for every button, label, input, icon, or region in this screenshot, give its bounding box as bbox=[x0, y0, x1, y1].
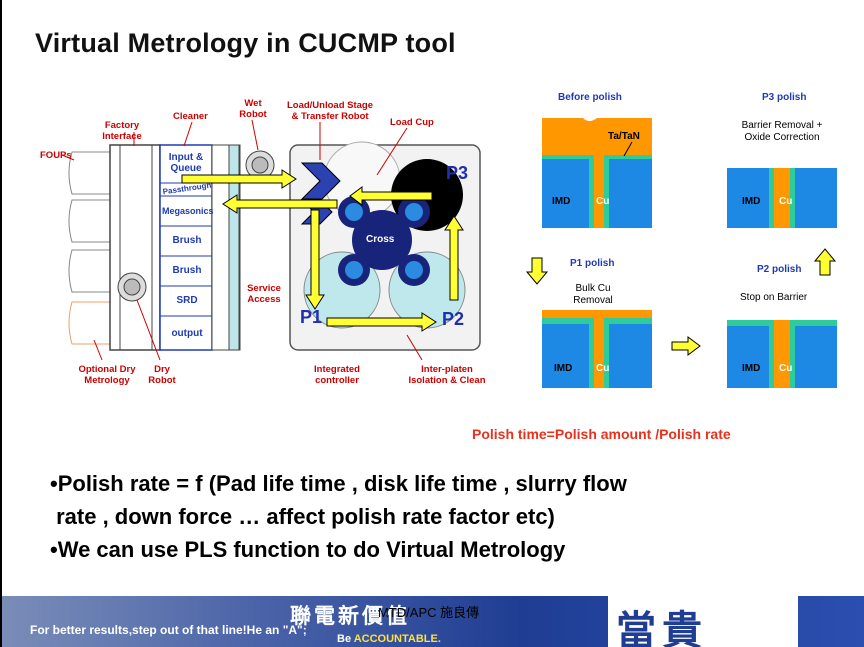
title-p1-polish: P1 polish bbox=[570, 258, 615, 269]
xsec-before bbox=[542, 118, 652, 228]
polish-time-equation: Polish time=Polish amount /Polish rate bbox=[472, 426, 731, 442]
bullet-list: •Polish rate = f (Pad life time , disk l… bbox=[50, 467, 627, 566]
cmp-tool-diagram: FOUPs Factory Interface Cleaner Wet Robo… bbox=[2, 0, 502, 400]
label-tatan: Ta/TaN bbox=[608, 131, 640, 142]
label-dry-robot: Dry Robot bbox=[148, 364, 176, 386]
cleaner-brush-1: Brush bbox=[172, 235, 202, 246]
cleaner-megasonics: Megasonics bbox=[162, 206, 214, 216]
tool-schematic bbox=[61, 119, 481, 361]
bullet-line-3: •We can use PLS function to do Virtual M… bbox=[50, 537, 566, 562]
arrow-down bbox=[525, 257, 549, 285]
footer-english-slogan: For better results,step out of that line… bbox=[30, 623, 307, 637]
foups bbox=[68, 151, 113, 345]
polish-cross-sections: Before polish P3 polish Barrier Removal … bbox=[2, 0, 864, 420]
label-p1: P1 bbox=[300, 307, 323, 327]
cleaner-brush-2: Brush bbox=[172, 265, 202, 276]
bullet-line-1: •Polish rate = f (Pad life time , disk l… bbox=[50, 471, 627, 496]
footer-logo-box: 當貴 bbox=[608, 596, 798, 647]
label-cross: Cross bbox=[366, 234, 395, 245]
cleaner-output: output bbox=[171, 328, 203, 339]
footer-accountable-word: ACCOUNTABLE. bbox=[353, 633, 441, 645]
arrow-up bbox=[813, 248, 837, 276]
label-imd-p1: IMD bbox=[554, 363, 573, 374]
arrow-right bbox=[671, 336, 701, 356]
label-cu-p3: Cu bbox=[779, 196, 793, 207]
footer-accountable: Be ACCOUNTABLE. bbox=[337, 633, 441, 645]
label-service-access: Service Access bbox=[247, 283, 281, 305]
label-cu-before: Cu bbox=[596, 196, 610, 207]
label-imd-p2: IMD bbox=[742, 363, 761, 374]
label-factory-interface: Factory Interface bbox=[102, 120, 142, 142]
footer-be: Be bbox=[337, 633, 354, 645]
label-load-unload: Load/Unload Stage & Transfer Robot bbox=[286, 100, 374, 122]
cross-section-graphics bbox=[525, 118, 837, 388]
label-wet-robot: Wet Robot bbox=[239, 98, 267, 120]
cleaner-input-queue: Input & Queue bbox=[168, 152, 204, 174]
label-cu-p2: Cu bbox=[779, 363, 793, 374]
label-cleaner: Cleaner bbox=[173, 111, 208, 122]
title-p2-polish: P2 polish bbox=[757, 264, 802, 275]
title-before-polish: Before polish bbox=[558, 92, 622, 103]
label-optional-dry-metrology: Optional Dry Metrology bbox=[78, 364, 136, 386]
label-p3: P3 bbox=[446, 163, 469, 183]
footer-chinese-slogan: 聯電新價值 bbox=[290, 605, 410, 628]
label-interplaten: Inter-platen Isolation & Clean bbox=[408, 364, 486, 386]
slide-title: Virtual Metrology in CUCMP tool bbox=[35, 28, 456, 58]
label-imd-before: IMD bbox=[552, 196, 571, 207]
label-p2: P2 bbox=[442, 309, 465, 329]
footer-banner: 聯電新價值 MTD/APC 施良傳 For better results,ste… bbox=[2, 596, 864, 647]
label-integrated-controller: Integrated controller bbox=[314, 364, 360, 386]
footer-logo-text: 當貴 bbox=[616, 609, 708, 647]
xsec-p1 bbox=[542, 310, 652, 388]
label-imd-p3: IMD bbox=[742, 196, 761, 207]
label-cu-p1: Cu bbox=[596, 363, 610, 374]
footer-author: MTD/APC 施良傳 bbox=[378, 605, 480, 620]
xsec-p2 bbox=[727, 320, 837, 388]
label-foups: FOUPs bbox=[40, 150, 72, 161]
cleaner-srd: SRD bbox=[176, 295, 198, 306]
title-p3-polish: P3 polish bbox=[762, 92, 807, 103]
bullet-line-2: rate , down force … affect polish rate f… bbox=[50, 504, 555, 529]
desc-p3: Barrier Removal + Oxide Correction bbox=[741, 120, 823, 143]
desc-p2: Stop on Barrier bbox=[740, 292, 808, 303]
desc-p1: Bulk Cu Removal bbox=[573, 283, 613, 306]
label-load-cup: Load Cup bbox=[390, 117, 434, 128]
xsec-p3 bbox=[727, 168, 837, 228]
